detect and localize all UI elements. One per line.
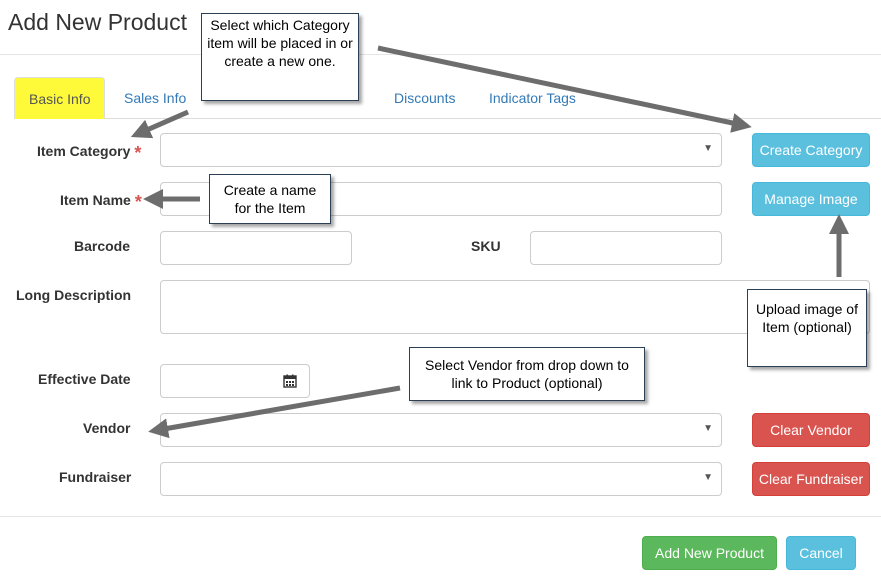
- chevron-down-icon: ▼: [703, 143, 713, 154]
- long-description-label: Long Description: [16, 287, 132, 303]
- tab-basic-info[interactable]: Basic Info: [14, 77, 106, 119]
- category-callout: Select which Category item will be place…: [201, 13, 359, 101]
- item-category-select[interactable]: ▼: [160, 133, 722, 167]
- item-category-label: Item Category*: [37, 140, 142, 163]
- required-marker: *: [134, 192, 142, 212]
- manage-image-button[interactable]: Manage Image: [752, 182, 870, 216]
- barcode-field[interactable]: [160, 231, 352, 265]
- effective-date-field[interactable]: [160, 364, 271, 398]
- tab-discounts[interactable]: Discounts: [394, 90, 456, 106]
- vendor-label: Vendor: [83, 420, 131, 436]
- item-name-label: Item Name*: [60, 189, 142, 212]
- chevron-down-icon: ▼: [703, 423, 713, 434]
- calendar-icon: [282, 374, 297, 388]
- image-callout: Upload image of Item (optional): [747, 289, 867, 367]
- barcode-label: Barcode: [74, 238, 131, 254]
- item-name-callout: Create a name for the Item: [209, 174, 331, 224]
- add-new-product-button[interactable]: Add New Product: [642, 536, 777, 570]
- header-divider: [0, 54, 881, 55]
- calendar-button[interactable]: [270, 364, 310, 398]
- sku-label: SKU: [471, 238, 501, 254]
- chevron-down-icon: ▼: [703, 472, 713, 483]
- clear-fundraiser-button[interactable]: Clear Fundraiser: [752, 462, 870, 496]
- create-category-button[interactable]: Create Category: [752, 133, 870, 167]
- tab-indicator-tags[interactable]: Indicator Tags: [489, 90, 576, 106]
- clear-vendor-button[interactable]: Clear Vendor: [752, 413, 870, 447]
- cancel-button[interactable]: Cancel: [786, 536, 856, 570]
- sku-field[interactable]: [530, 231, 722, 265]
- item-name-label-text: Item Name: [60, 192, 131, 208]
- footer-divider: [0, 516, 881, 517]
- effective-date-label: Effective Date: [38, 371, 131, 387]
- vendor-select[interactable]: ▼: [160, 413, 722, 447]
- required-marker: *: [134, 143, 142, 163]
- page-title: Add New Product: [8, 9, 187, 35]
- item-category-label-text: Item Category: [37, 143, 131, 159]
- fundraiser-select[interactable]: ▼: [160, 462, 722, 496]
- vendor-callout: Select Vendor from drop down to link to …: [409, 347, 645, 401]
- tab-sales-info[interactable]: Sales Info: [124, 90, 187, 106]
- fundraiser-label: Fundraiser: [59, 469, 132, 485]
